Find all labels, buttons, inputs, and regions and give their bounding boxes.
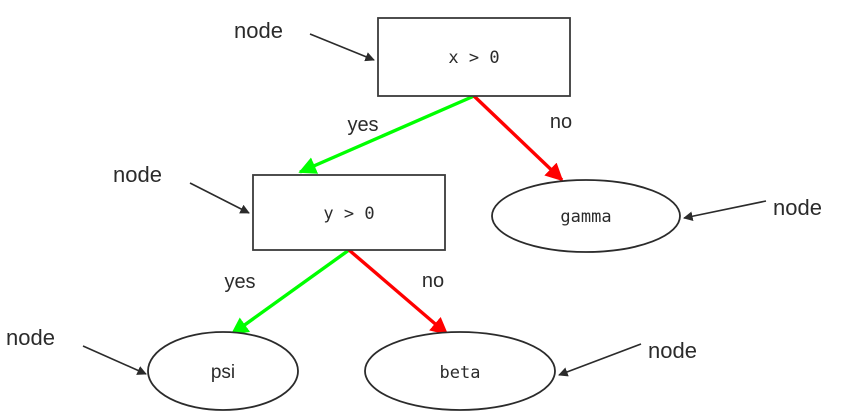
annotation-label-second: node	[113, 162, 162, 187]
leaf-node-gamma[interactable]: gamma	[491, 179, 681, 253]
edge-second-yes	[230, 248, 350, 336]
beta-label: beta	[440, 363, 481, 383]
edge-label-no-root: no	[550, 111, 572, 133]
annotation-psi: node	[6, 325, 147, 375]
leaf-node-psi[interactable]: psi	[147, 331, 299, 411]
edge-label-no-second: no	[422, 270, 444, 292]
annotation-label-root: node	[234, 18, 283, 43]
gamma-label: gamma	[560, 207, 611, 227]
annotation-beta: node	[558, 338, 697, 377]
annotation-label-psi: node	[6, 325, 55, 350]
annotation-label-gamma: node	[773, 195, 822, 220]
edges-group	[230, 94, 564, 336]
edge-labels-group: yes no yes no	[224, 111, 572, 293]
gamma-ellipse-outline[interactable]	[491, 179, 681, 253]
annotation-leader-gamma	[683, 200, 767, 221]
root-box-outline[interactable]	[377, 17, 571, 97]
root-box-label: x > 0	[448, 48, 499, 68]
beta-ellipse-outline[interactable]	[364, 331, 556, 411]
annotation-second: node	[113, 162, 250, 214]
psi-label: psi	[211, 362, 235, 383]
edge-label-yes-second: yes	[224, 271, 255, 293]
annotation-gamma: node	[683, 195, 822, 221]
edge-second-no	[347, 248, 449, 336]
annotation-label-beta: node	[648, 338, 697, 363]
leaf-node-beta[interactable]: beta	[364, 331, 556, 411]
decision-node-second[interactable]: y > 0	[252, 174, 446, 251]
annotation-leader-psi	[82, 345, 147, 375]
second-box-label: y > 0	[323, 204, 374, 224]
annotation-root: node	[234, 18, 375, 62]
annotation-leader-beta	[558, 343, 642, 377]
edge-label-yes-root: yes	[347, 114, 378, 136]
psi-ellipse-outline[interactable]	[147, 331, 299, 411]
edge-root-yes	[298, 94, 475, 174]
annotation-leader-root	[309, 33, 375, 62]
decision-node-root[interactable]: x > 0	[377, 17, 571, 97]
edge-root-no	[472, 94, 564, 182]
annotation-leader-second	[189, 182, 250, 214]
second-box-outline[interactable]	[252, 174, 446, 251]
